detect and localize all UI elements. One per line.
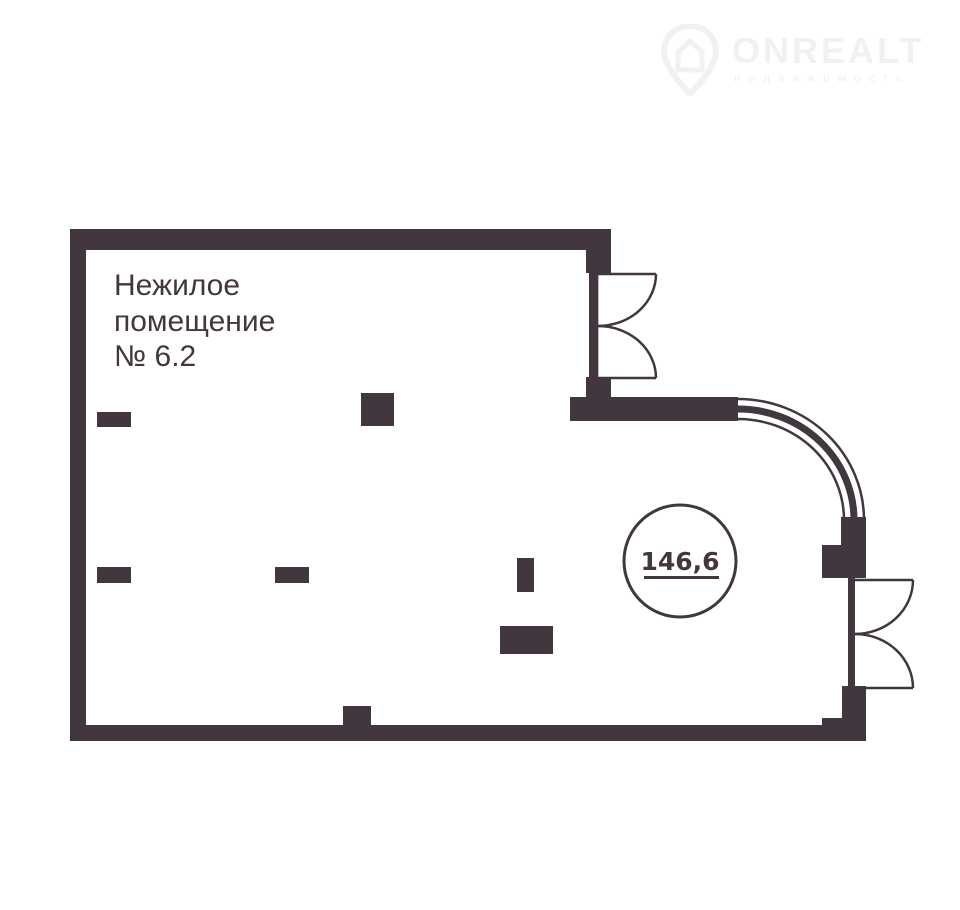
area-value: 146,6 [640,547,719,576]
wall-upper-pier [586,229,611,273]
wall-right-door-strip [848,577,855,689]
watermark-subtitle: недвижимость [734,71,911,85]
column [500,626,553,654]
column [343,706,371,727]
area-underline [644,576,719,579]
room-label: Нежилое помещение № 6.2 [114,268,275,375]
wall-right-pier [822,545,866,578]
room-label-line-2: помещение [114,304,276,338]
door-right [854,578,915,690]
column [97,567,131,583]
wall-right-bottom-step [822,718,847,741]
wall-bottom [70,725,866,741]
wall-right-pier-top [841,517,866,547]
column [517,558,534,592]
column [97,412,131,427]
column [275,567,309,583]
wall-upper-door-strip [589,272,597,379]
door-upper [595,272,658,381]
area-badge: 146,6 [622,503,738,619]
column [361,393,394,426]
curved-window-wall [737,397,866,521]
wall-top [70,229,611,250]
wall-left [70,229,86,741]
watermark-title: ONREALT [732,30,925,71]
wall-middle [570,397,738,421]
room-label-line-1: Нежилое [114,269,241,302]
room-label-line-3: № 6.2 [114,340,197,373]
wall-lower-pier [586,377,611,399]
house-pin-icon [660,24,720,96]
